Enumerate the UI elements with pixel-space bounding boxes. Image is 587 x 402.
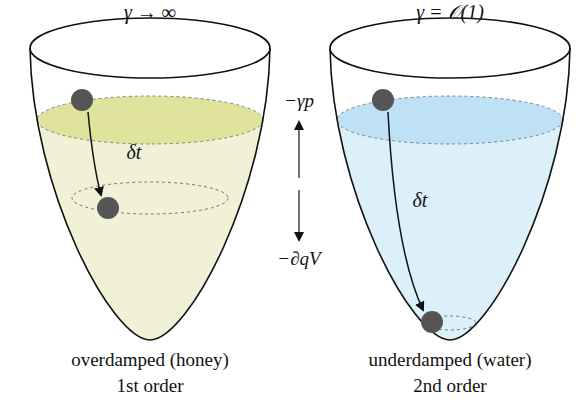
time-step-label: δt xyxy=(413,189,428,211)
regime-caption: overdamped (honey) xyxy=(71,350,229,371)
order-caption: 1st order xyxy=(116,376,183,397)
time-step-label: δt xyxy=(127,141,142,163)
regime-caption: underdamped (water) xyxy=(368,350,531,371)
gamma-order-title: γ = 𝒪(1) xyxy=(416,1,484,23)
gamma-limit-title: γ → ∞ xyxy=(124,1,176,23)
order-caption: 2nd order xyxy=(413,376,486,397)
friction-force-label: −γp xyxy=(284,91,314,112)
potential-force-label: −∂qV xyxy=(277,249,320,270)
